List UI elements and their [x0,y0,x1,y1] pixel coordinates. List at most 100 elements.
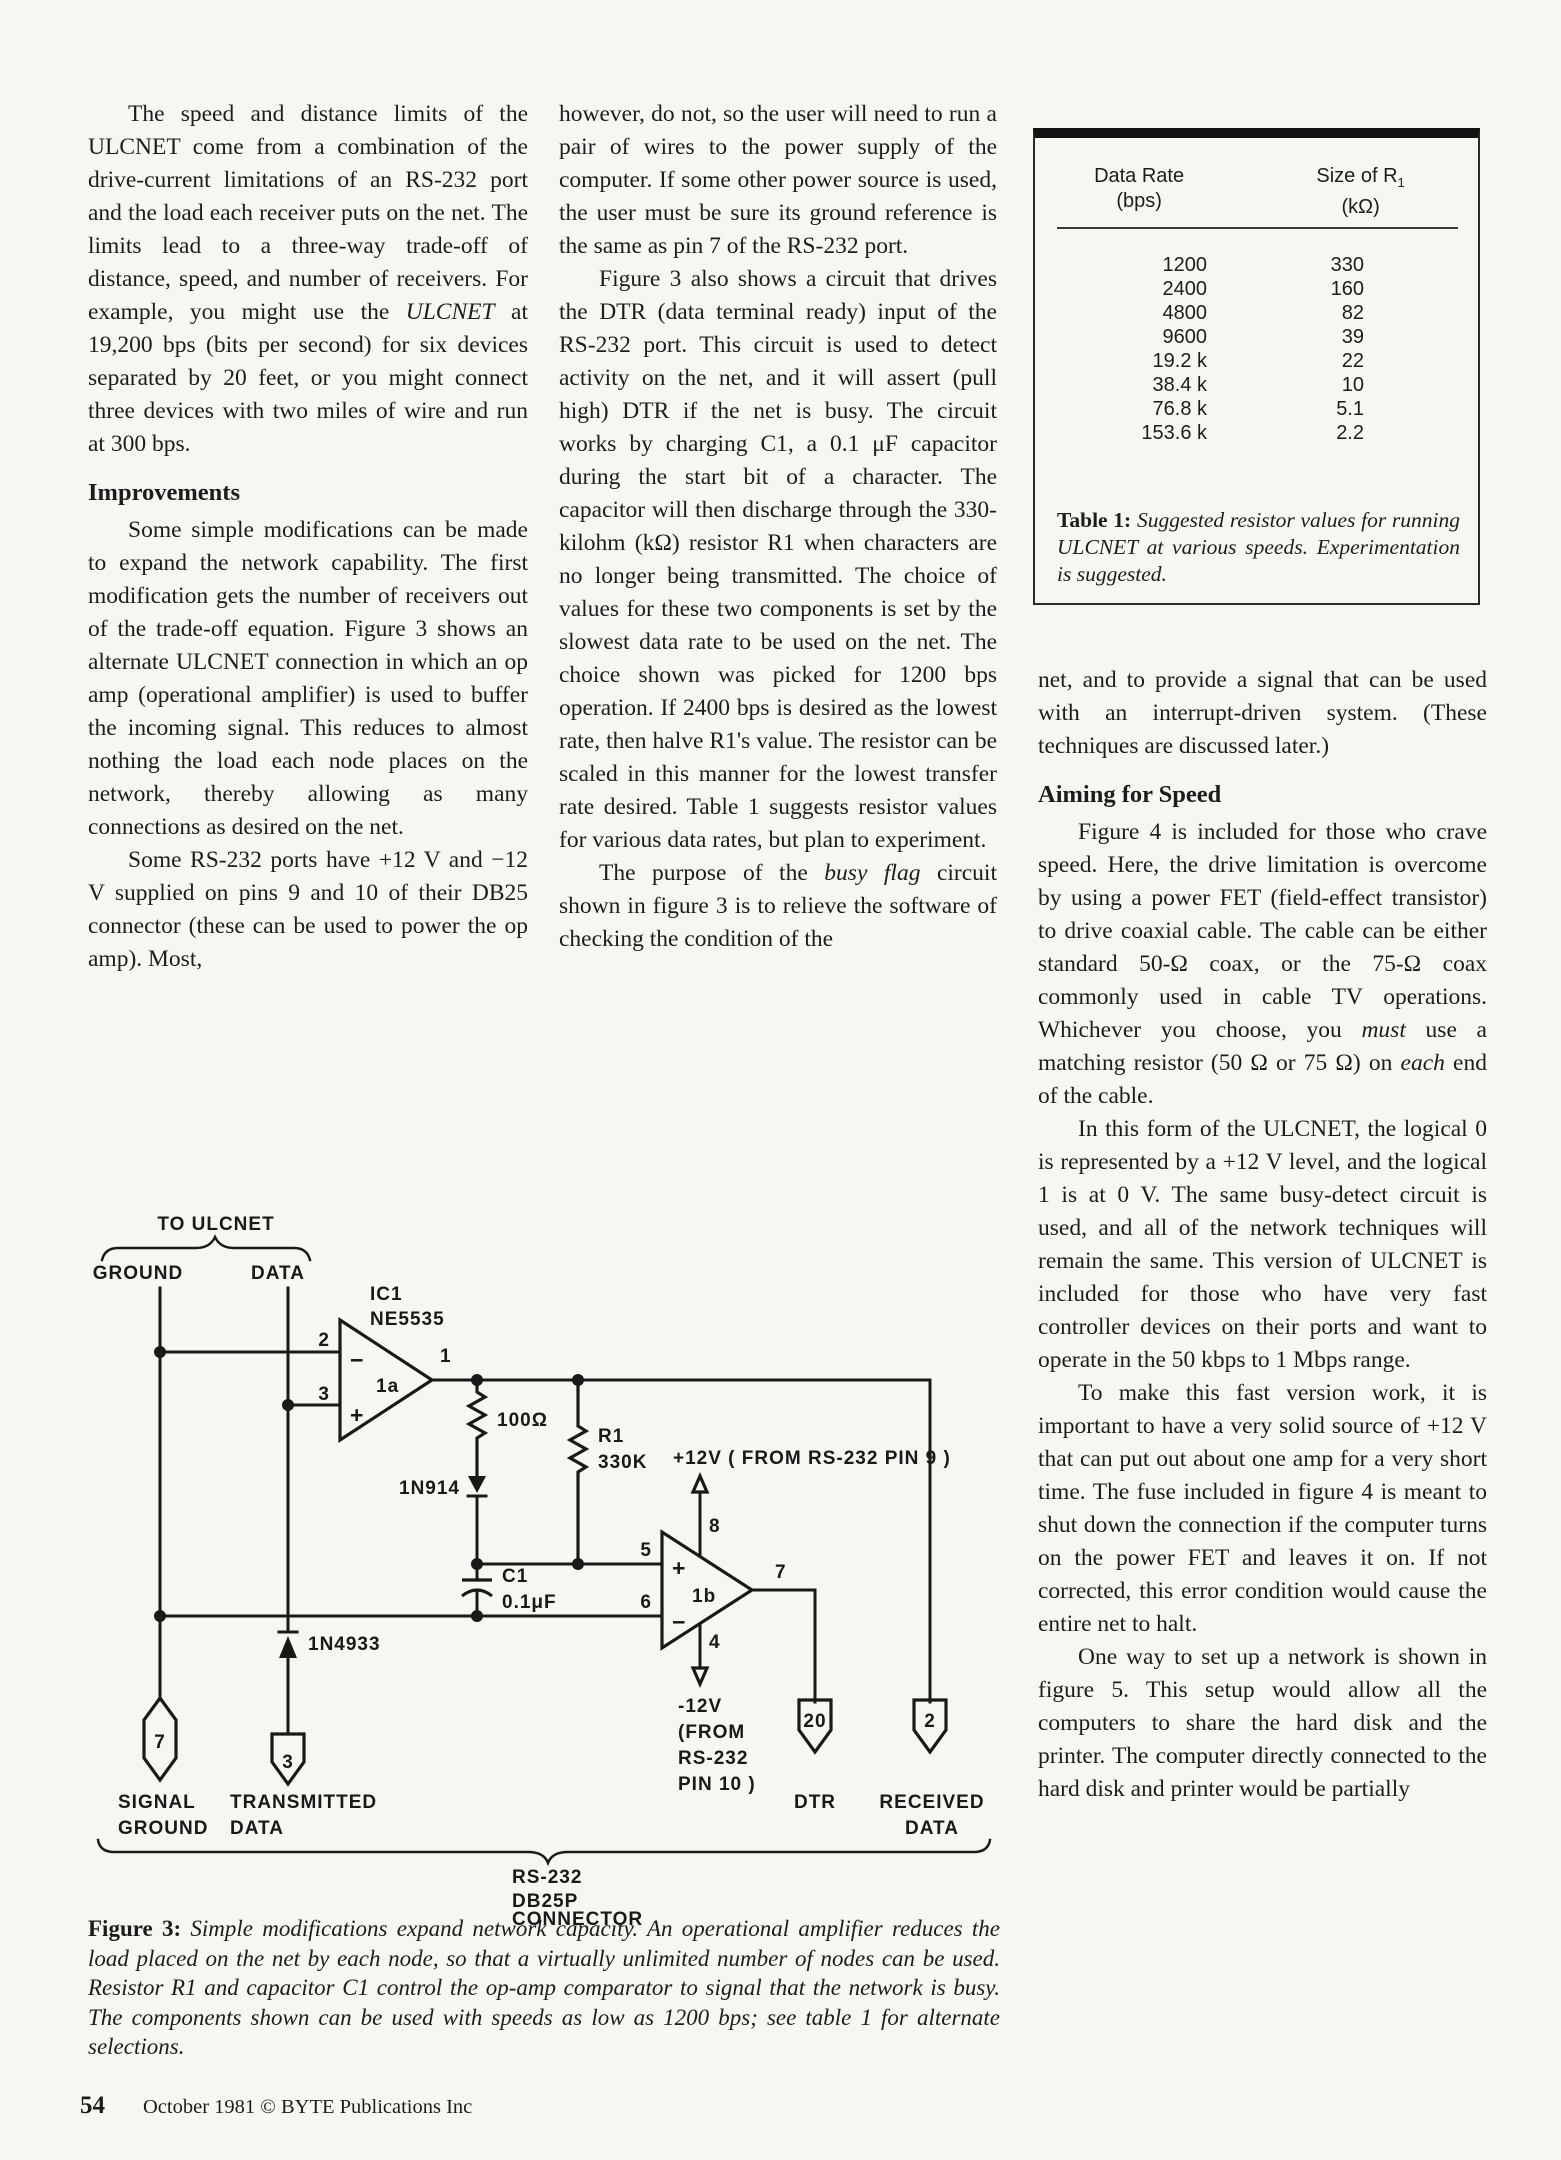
table-cell: 10 [1341,374,1364,396]
signal-ground-label-1: SIGNAL [118,1792,196,1813]
arrow-up-plus12v [690,1472,710,1494]
pin3-label: 3 [318,1384,330,1405]
table-row: 9600 39 [1035,325,1478,349]
paragraph: Some RS-232 ports have +12 V and −12 V s… [88,847,528,972]
connector-pin-3 [270,1732,306,1787]
opamp-1b-plus: + [672,1555,686,1581]
figure3-caption: Figure 3: Simple modifications expand ne… [88,1916,1000,2059]
publication-credit: October 1981 © BYTE Publications Inc [143,2096,473,2118]
table-cell: 160 [1330,278,1364,300]
table1-caption: Table 1: Suggested resistor values for r… [1057,508,1460,586]
table-row: 38.4 k 10 [1035,373,1478,397]
table-col-header-data-rate: Data Rate (bps) [1094,165,1185,212]
capacitor-c1-value: 0.1μF [502,1592,557,1613]
paragraph: In this form of the ULCNET, the logical … [1038,1116,1487,1373]
table-cell: 82 [1341,302,1364,324]
table-cell: 1200 [1162,254,1208,276]
section-heading-aiming-for-speed: Aiming for Speed [1038,781,1222,808]
pin5-label: 5 [640,1540,652,1561]
capacitor-c1-label: C1 [502,1566,528,1587]
table-cell: 9600 [1162,326,1208,348]
connector-label-2: DB25P [512,1891,578,1912]
paragraph: however, do not, so the user will need t… [559,101,997,259]
minus12v-label-2: (FROM [678,1722,745,1743]
connector-label-1: RS-232 [512,1867,582,1888]
column-right: net, and to provide a signal that can be… [1038,664,1487,1806]
table-cell: 38.4 k [1152,374,1207,396]
opamp-1a-minus: − [350,1347,364,1373]
diode-1n4933 [279,1636,297,1658]
table-header-row: Data Rate (bps) Size of R1 (kΩ) [1035,164,1478,220]
pin6-label: 6 [640,1592,652,1613]
table-rows: 1200 330 2400 160 4800 82 9600 39 19.2 k 22 3… [1035,253,1478,445]
resistor-r1-value: 330K [598,1452,647,1473]
table-cell: 76.8 k [1152,398,1207,420]
table-header-rule [1057,227,1458,229]
pin4-label: 4 [709,1632,721,1653]
table-row: 2400 160 [1035,277,1478,301]
arrow-down-minus12v [690,1666,710,1688]
pin1-label: 1 [440,1346,452,1367]
table-cell: 2.2 [1336,422,1364,444]
table-cell: 22 [1341,350,1364,372]
opamp-1a [338,1317,435,1443]
connector-pin-2-number: 2 [924,1711,936,1732]
opamp-1a-label: 1a [376,1376,399,1397]
table-cell: 153.6 k [1141,422,1207,444]
diode-1n914 [468,1476,486,1493]
minus12v-label-4: PIN 10 ) [678,1774,756,1795]
wire-1b-output [750,1588,817,1704]
paragraph: The purpose of the busy flag circuit sho… [559,860,997,952]
connector-pin-3-number: 3 [282,1752,294,1773]
paragraph: The speed and distance limits of the ULC… [88,101,528,457]
transmitted-data-label-2: DATA [230,1818,284,1839]
net-label: TO ULCNET [157,1214,274,1235]
column-left: The speed and distance limits of the ULC… [88,98,528,976]
paragraph: Some simple modifications can be made to… [88,517,528,840]
minus12v-label-1: -12V [678,1696,722,1717]
table-cell: 39 [1341,326,1364,348]
transmitted-data-label-1: TRANSMITTED [230,1792,377,1813]
table1-box: Data Rate (bps) Size of R1 (kΩ) 1200 330 … [1033,128,1480,605]
opamp-1b [660,1529,755,1651]
connector-pin-20-number: 20 [803,1711,826,1732]
paragraph: net, and to provide a signal that can be… [1038,667,1487,759]
figure3-circuit-diagram: TO ULCNET GROUND DATA − + 2 3 1a IC1 NE5… [93,1214,992,1928]
diode-1n4933-label: 1N4933 [308,1634,381,1655]
connector-label-3: CONNECTOR [512,1909,643,1928]
connector-pin-7-number: 7 [154,1732,166,1753]
opamp-1b-label: 1b [692,1586,716,1607]
resistor-100ohm-label: 100Ω [497,1410,548,1431]
ground-wire-label: GROUND [93,1263,183,1284]
pin2-label: 2 [318,1330,330,1351]
table-cell: 330 [1330,254,1364,276]
ic1-part-label: NE5535 [370,1309,445,1330]
paragraph: One way to set up a network is shown in … [1038,1644,1487,1802]
connector-pin-7 [142,1695,178,1783]
pin7-output-label: 7 [775,1562,787,1583]
opamp-1a-plus: + [350,1402,364,1428]
table-cell: 19.2 k [1152,350,1207,372]
pin8-label: 8 [709,1516,721,1537]
table-cell: 2400 [1162,278,1208,300]
brace-to-ulcnet [100,1234,312,1262]
received-data-label-2: DATA [905,1818,959,1839]
brace-rs232-connector [96,1838,992,1867]
table-col-header-size-of-r1: Size of R1 (kΩ) [1316,165,1405,218]
table-cell: 4800 [1162,302,1208,324]
dtr-label: DTR [794,1792,836,1813]
resistor-r1 [566,1380,590,1564]
table-row: 4800 82 [1035,301,1478,325]
signal-ground-label-2: GROUND [118,1818,208,1839]
plus12v-label: +12V ( FROM RS-232 PIN 9 ) [673,1448,951,1469]
column-middle: however, do not, so the user will need t… [559,98,997,956]
paragraph: Figure 4 is included for those who crave… [1038,819,1487,1109]
resistor-100ohm [465,1380,489,1476]
opamp-1b-minus: − [672,1609,686,1635]
table-row: 19.2 k 22 [1035,349,1478,373]
table-row: 1200 330 [1035,253,1478,277]
connector-pin-2 [912,1698,948,1755]
